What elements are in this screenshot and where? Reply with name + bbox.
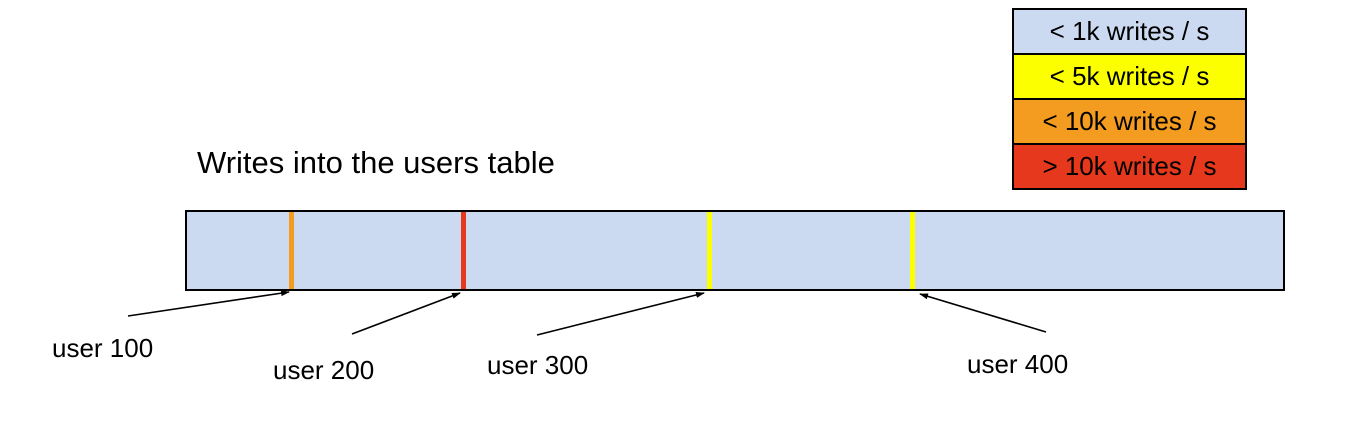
label-user-100: user 100 bbox=[52, 333, 154, 363]
arrow-user-300 bbox=[536, 292, 705, 336]
hotspot-stripe-user-100 bbox=[288, 212, 294, 289]
arrow-user-400 bbox=[919, 293, 1047, 333]
label-user-400: user 400 bbox=[967, 349, 1069, 379]
write-rate-legend: < 1k writes / s < 5k writes / s < 10k wr… bbox=[1012, 8, 1247, 190]
hotspot-stripe-user-300 bbox=[707, 212, 713, 289]
arrow-user-100 bbox=[127, 290, 290, 317]
legend-item-label: < 1k writes / s bbox=[1049, 16, 1210, 46]
legend-item-gt10k: > 10k writes / s bbox=[1012, 143, 1247, 190]
legend-item-label: < 5k writes / s bbox=[1049, 61, 1210, 91]
legend-item-lt5k: < 5k writes / s bbox=[1012, 53, 1247, 100]
hotspot-stripe-user-400 bbox=[910, 212, 916, 289]
arrow-user-200 bbox=[351, 292, 461, 335]
hotspot-stripe-user-200 bbox=[460, 212, 466, 289]
diagram-title: Writes into the users table bbox=[197, 145, 555, 180]
label-user-200: user 200 bbox=[273, 355, 375, 385]
users-table-bar bbox=[185, 210, 1285, 291]
legend-item-label: > 10k writes / s bbox=[1042, 151, 1217, 181]
legend-item-label: < 10k writes / s bbox=[1042, 106, 1217, 136]
legend-item-lt10k: < 10k writes / s bbox=[1012, 98, 1247, 145]
legend-item-lt1k: < 1k writes / s bbox=[1012, 8, 1247, 55]
label-user-300: user 300 bbox=[487, 350, 589, 380]
